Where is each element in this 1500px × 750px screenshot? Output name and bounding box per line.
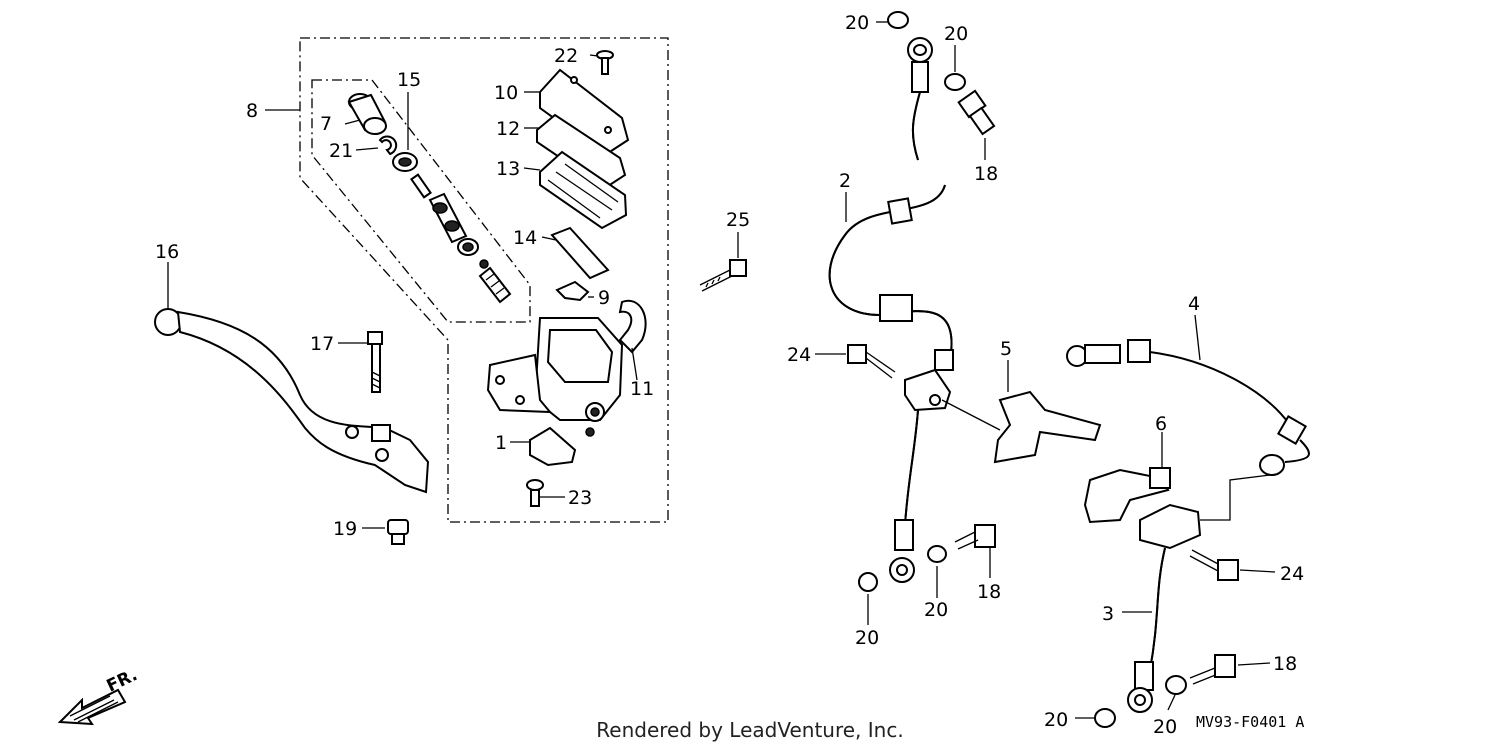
brake-light-switch [529,426,577,467]
label-part-24-left: 24 [787,344,811,366]
label-part-9: 9 [598,287,610,309]
label-part-20-right: 20 [1153,716,1177,738]
label-part-5: 5 [1000,338,1012,360]
label-part-15: 15 [397,69,421,91]
washer-20-right [1165,675,1187,695]
label-part-21: 21 [329,140,353,162]
leader-lines [167,21,1276,719]
bolt-24-left [847,344,896,379]
label-part-25: 25 [726,209,750,231]
washer-20-bottom [1094,708,1116,728]
label-part-18-mid: 18 [977,581,1001,603]
piston-kit-outline [311,79,531,323]
label-part-19: 19 [333,518,357,540]
holder-clamp [618,299,647,354]
pivot-bolt [367,331,383,393]
pivot-nut [387,519,409,545]
brake-hose-2 [828,184,954,583]
washer-20-low [858,572,878,592]
front-direction-label: FR. [104,665,141,696]
bolt-25 [699,259,747,292]
label-part-20-top: 20 [845,12,869,34]
label-part-11: 11 [630,378,654,400]
label-part-1: 1 [495,432,507,454]
label-part-20-mid: 20 [924,599,948,621]
label-part-13: 13 [496,158,520,180]
brake-lever [154,308,430,494]
circlip [378,135,398,156]
label-part-14: 14 [513,227,537,249]
label-part-20-low: 20 [855,627,879,649]
label-part-17: 17 [310,333,334,355]
switch-screw [526,479,544,507]
bracket-5 [993,390,1102,464]
label-part-20-bottom: 20 [1044,709,1068,731]
bracket-6 [1083,468,1170,524]
label-part-22: 22 [554,45,578,67]
label-part-10: 10 [494,82,518,104]
bolt-18-lower [1189,654,1236,685]
upper-hose-end [887,11,996,161]
brake-hose-4 [1066,339,1310,521]
washer-20-mid [927,545,947,563]
label-part-24-right: 24 [1280,563,1304,585]
label-part-12: 12 [496,118,520,140]
label-part-18-lower: 18 [1273,653,1297,675]
label-part-6: 6 [1155,413,1167,435]
label-part-8: 8 [246,100,258,122]
dust-boot [347,93,387,135]
brake-hose-3 [1127,503,1202,713]
reservoir-cap [539,68,630,157]
label-part-7: 7 [320,113,332,135]
cap-plate [536,113,627,190]
label-part-4: 4 [1188,293,1200,315]
cap-screw [596,50,614,75]
master-cylinder-assembly-outline [299,37,669,523]
piston-assembly [392,152,512,304]
front-direction-arrow [57,688,127,726]
bolt-18-middle [954,524,996,550]
label-part-18-top: 18 [974,163,998,185]
float [550,226,610,280]
label-part-20-top-right: 20 [944,23,968,45]
master-cylinder-body [486,317,624,437]
diaphragm [539,150,628,230]
float-plate [555,280,590,302]
label-part-2: 2 [839,170,851,192]
label-part-3: 3 [1102,603,1114,625]
footer-credit: Rendered by LeadVenture, Inc. [596,718,904,742]
label-part-16: 16 [155,241,179,263]
bolt-24-right [1189,549,1239,581]
diagram-code: MV93-F0401 A [1196,713,1305,731]
label-part-23: 23 [568,487,592,509]
